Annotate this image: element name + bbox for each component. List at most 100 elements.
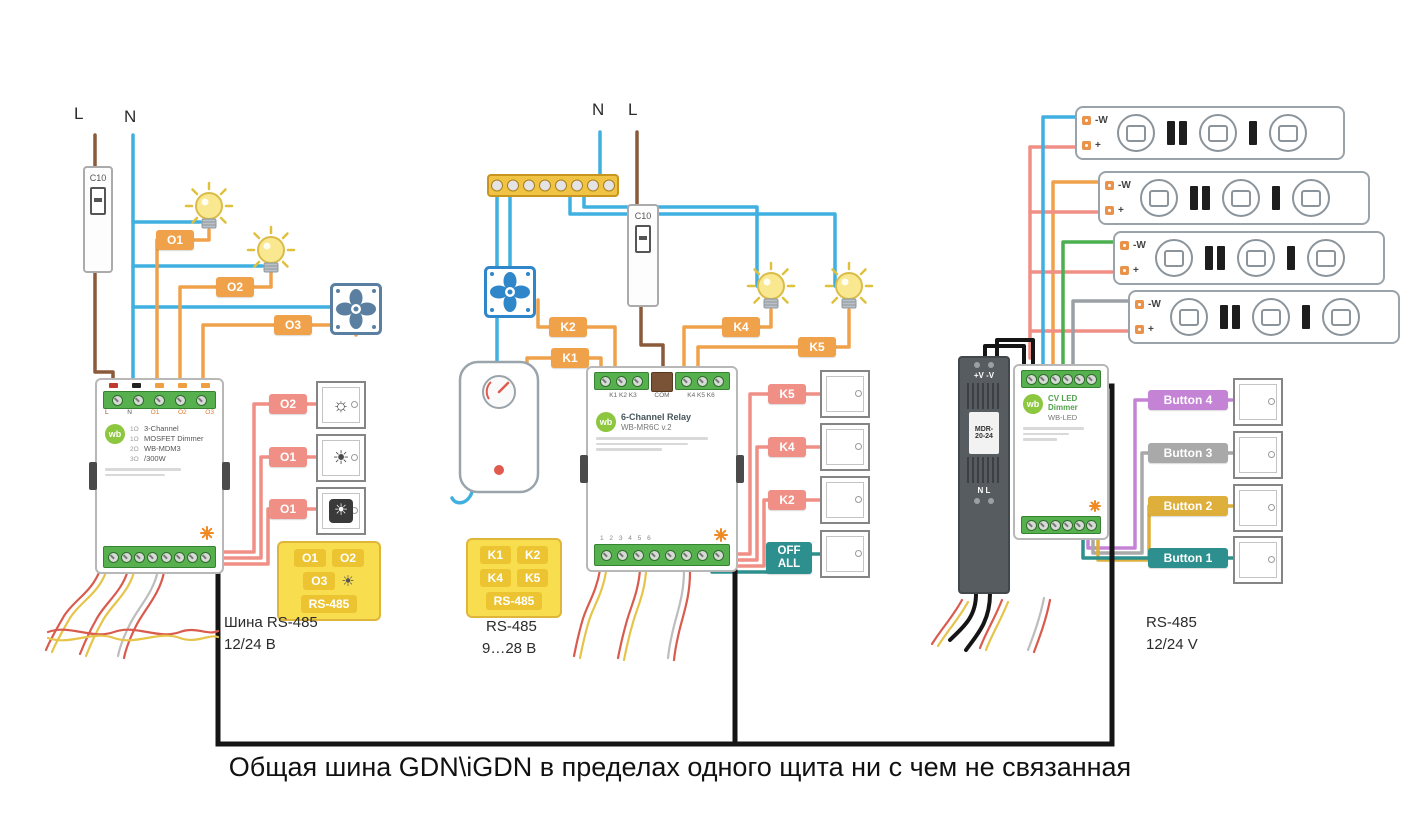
terminal-strip-bottom [1021,516,1101,534]
wire-phase-left-bottom [93,258,115,387]
breaker-toggle [90,187,106,215]
led-icon [1292,179,1330,217]
led-icon [1237,239,1275,277]
gnd-bus-annotation: Общая шина GDN\iGDN в пределах одного щи… [228,752,1132,782]
wire-strip2-neg [1051,180,1106,370]
output-tag: K4 [768,437,806,457]
resistor-icon [1220,305,1240,329]
device-line: MOSFET Dimmer [144,434,204,443]
fine-print [105,468,214,476]
breaker-rating: C10 [89,173,107,183]
breaker-rating: C10 [634,211,652,221]
wire-neutral-lamp4 [568,194,837,288]
voltage-label: 9…28 В [482,640,537,657]
neutral-busbar-icon [487,174,619,197]
solder-pad [1105,206,1114,215]
legend-box: K1 K2 K4 K5 RS-485 [466,538,562,618]
legend-chip: K4 [479,569,511,587]
legend-chip: K1 [479,546,511,564]
channel-tag: O1 [156,230,194,250]
lamp-icon [824,261,874,310]
wire-boiler-pipe [450,490,474,505]
device-wb-led: wb CV LED Dimmer WB-LED [1013,364,1109,540]
wire-neutral-lamp3 [582,194,759,288]
wb-logo: wb [1023,394,1043,414]
led-icon [1199,114,1237,152]
wire-strip3-neg [1061,240,1121,370]
wall-button [1233,536,1283,584]
button-tag: Button 2 [1148,496,1228,516]
button-tag: Button 4 [1148,390,1228,410]
din-clip [222,462,230,490]
legend-chip: O2 [332,549,365,567]
terminal-strip-top [103,391,216,409]
led-strip: -W + [1075,106,1345,160]
sun-icon: ☀ [341,572,355,590]
psu-terminals [974,362,994,368]
terminal-screw [112,394,123,406]
legend-chip: O3 [303,572,336,590]
wire-psu-l [964,592,992,652]
din-clip [89,462,97,490]
solder-pad [1120,241,1129,250]
psu-input-label: N L [977,486,991,495]
wall-dimmer-switch: ☼ [316,381,366,429]
resistor-icon [1249,121,1257,145]
wall-dimmer-switch: ☀ [316,434,366,482]
led-strip: -W + [1113,231,1385,285]
fan-icon [484,266,536,318]
lamp-icon [246,225,296,274]
sun-icon: ☼ [332,394,350,416]
channel-tag: K1 [551,348,589,368]
solder-pad [1082,116,1091,125]
neutral-label: N [592,100,605,119]
wire-psu-vplus [983,344,1026,368]
device-wb-mr6c: K1 K2 K3 COM K4 K5 K6 wb 6-Channel Relay… [580,366,744,572]
wire-psu-vminus [995,338,1035,368]
legend-chip: K5 [517,569,549,587]
wall-switch [820,370,870,418]
wirenboard-flower-icon [200,526,214,540]
legend-box: O1 O2 O3 ☀ RS-485 [277,541,381,621]
wall-switch [820,476,870,524]
led-icon [1252,298,1290,336]
wirenboard-flower-icon [714,528,728,542]
din-clip [580,455,588,483]
wall-switch [820,530,870,578]
lamp-icon [184,181,234,230]
terminal-strip-top [1021,370,1101,388]
voltage-label: 12/24 В [224,636,276,653]
resistor-icon [1190,186,1210,210]
channel-tag: K4 [722,317,760,337]
output-tag: O1 [269,499,307,519]
wall-dimmer-switch: ☀ [316,487,366,535]
led-icon [1155,239,1193,277]
terminal-strip-bottom [103,546,216,568]
terminal-group-k123 [594,372,649,390]
wall-button [1233,431,1283,479]
solder-pad [1135,325,1144,334]
channel-tag: O3 [274,315,312,335]
led-icon [1140,179,1178,217]
din-clip [736,455,744,483]
device-title: CV LED Dimmer [1048,394,1078,412]
wire-strip4-neg [1071,299,1136,370]
terminal-com [651,372,673,392]
legend-chip: K2 [517,546,549,564]
wall-button [1233,378,1283,426]
legend-bus-chip: RS-485 [485,592,543,610]
psu-wires [948,338,1035,652]
wall-switch [820,423,870,471]
psu-output-label: +V -V [973,371,995,380]
sun-icon: ☀ [329,499,353,523]
button-tag: Button 1 [1148,548,1228,568]
output-tag: K5 [768,384,806,404]
device-model: WB-LED [1048,413,1078,422]
psu-vents [967,457,1001,483]
resistor-icon [1167,121,1187,145]
circuit-breaker: C10 [83,166,113,273]
wb-logo: wb [596,412,616,432]
resistor-icon [1287,246,1295,270]
